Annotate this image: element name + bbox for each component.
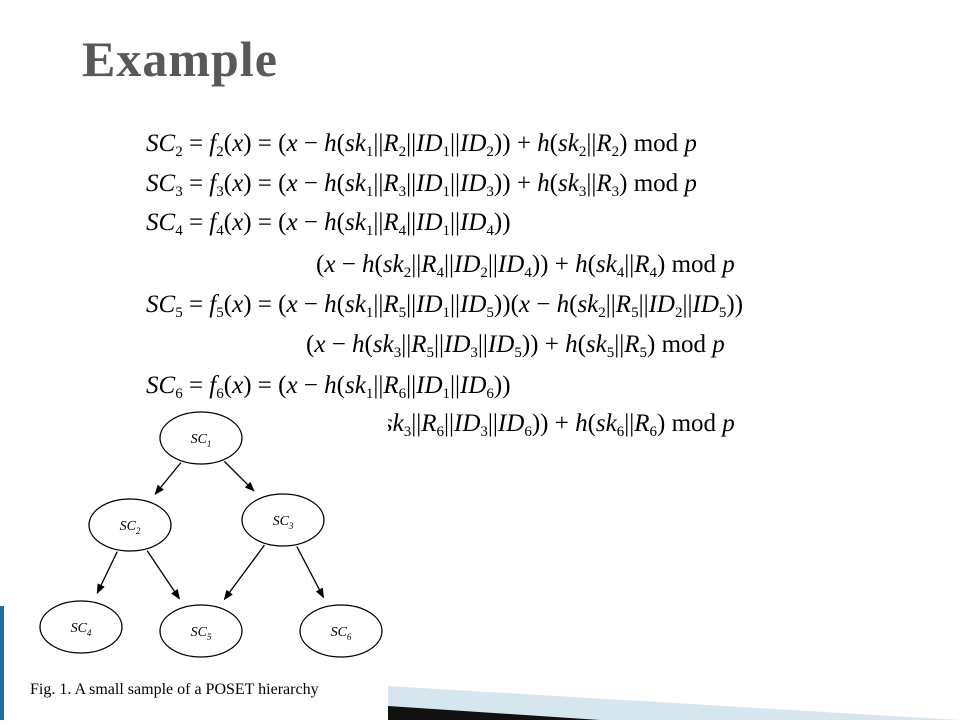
- hierarchy-edges: [96, 460, 325, 601]
- equation-line: SC6 = f6(x) = (x − h(sk1||R6||ID1||ID6)): [146, 372, 511, 402]
- decoration-dark-wedge: [388, 706, 600, 720]
- figure-caption: Fig. 1. A small sample of a POSET hierar…: [30, 681, 319, 698]
- equation-line: SC3 = f3(x) = (x − h(sk1||R3||ID1||ID3))…: [146, 170, 697, 200]
- poset-node-label: SC1: [191, 432, 212, 449]
- hierarchy-edge: [146, 550, 180, 600]
- poset-node-label: SC3: [273, 514, 294, 531]
- poset-node-label: SC6: [331, 625, 352, 642]
- poset-node: SC2: [88, 498, 172, 552]
- equation-line: SC2 = f2(x) = (x − h(sk1||R2||ID1||ID2))…: [146, 130, 697, 160]
- hierarchy-edge: [223, 544, 265, 601]
- poset-node-label: SC4: [71, 621, 92, 638]
- left-accent-bar: [0, 606, 4, 720]
- poset-node-label: SC5: [191, 625, 212, 642]
- poset-node: SC1: [159, 411, 243, 465]
- poset-node: SC5: [159, 604, 243, 658]
- equation-line: SC4 = f4(x) = (x − h(sk1||R4||ID1||ID4)): [146, 209, 511, 239]
- equation-line: (x − h(sk3||R5||ID3||ID5)) + h(sk5||R5) …: [306, 331, 725, 361]
- hierarchy-edge: [96, 551, 118, 595]
- hierarchy-edge: [154, 462, 182, 495]
- slide-title: Example: [82, 31, 278, 87]
- poset-node-label: SC2: [120, 519, 141, 536]
- poset-node: SC4: [39, 600, 123, 654]
- hierarchy-edge: [296, 546, 325, 599]
- poset-node: SC6: [299, 604, 383, 658]
- decoration-light-wedge: [388, 686, 960, 720]
- hierarchy-edge: [223, 460, 255, 492]
- poset-node: SC3: [241, 493, 325, 547]
- equation-line: (x − h(sk2||R4||ID2||ID4)) + h(sk4||R4) …: [316, 251, 735, 281]
- equation-line: SC5 = f5(x) = (x − h(sk1||R5||ID1||ID5))…: [146, 291, 744, 321]
